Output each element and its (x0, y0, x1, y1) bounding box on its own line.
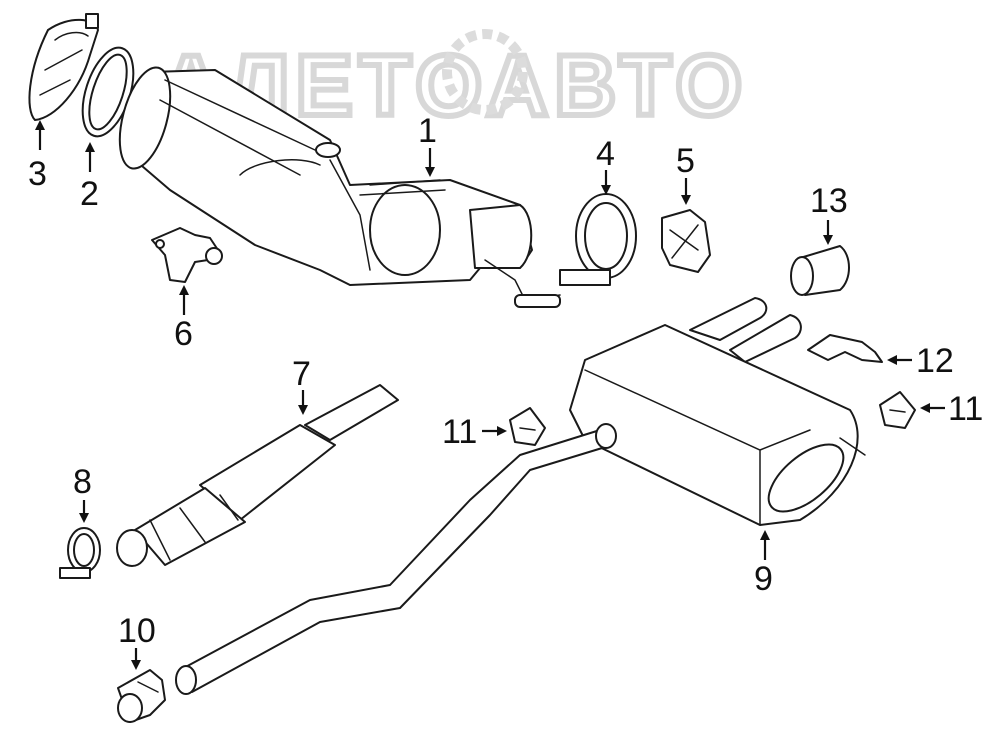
part-8-gasket-clamp (59, 527, 101, 579)
callout-13: 13 (810, 182, 848, 220)
part-5-hanger (661, 209, 711, 273)
part-1-converter (118, 66, 561, 308)
connecting-pipe (175, 423, 617, 695)
callout-6: 6 (174, 315, 193, 353)
part-4-gasket-clamp (559, 193, 637, 286)
callout-3: 3 (28, 155, 47, 193)
part-11-hanger-right (879, 391, 916, 429)
callout-arrows (35, 120, 945, 670)
part-2-gasket (81, 46, 135, 138)
part-12-bracket (807, 334, 883, 363)
part-11-hanger-left (509, 407, 546, 446)
part-9-muffler (569, 297, 866, 526)
callout-9: 9 (754, 560, 773, 598)
callout-11-right: 11 (948, 390, 983, 428)
callout-10: 10 (118, 612, 156, 650)
callout-5: 5 (676, 142, 695, 180)
callout-7: 7 (292, 355, 311, 393)
part-6-bracket (151, 227, 223, 283)
callout-4: 4 (596, 135, 615, 173)
callout-labels: 3 2 1 4 5 6 7 8 9 10 11 11 12 13 (28, 112, 983, 650)
callout-2: 2 (80, 175, 99, 213)
part-7-front-pipe (116, 384, 399, 567)
part-3-clamp (28, 13, 99, 121)
watermark-gear-icon (442, 29, 528, 115)
callout-12: 12 (916, 342, 954, 380)
part-13-tailpipe (790, 245, 850, 296)
callout-11-left: 11 (442, 413, 477, 451)
callout-8: 8 (73, 463, 92, 501)
callout-1: 1 (418, 112, 437, 150)
part-10-clamp (117, 669, 166, 723)
